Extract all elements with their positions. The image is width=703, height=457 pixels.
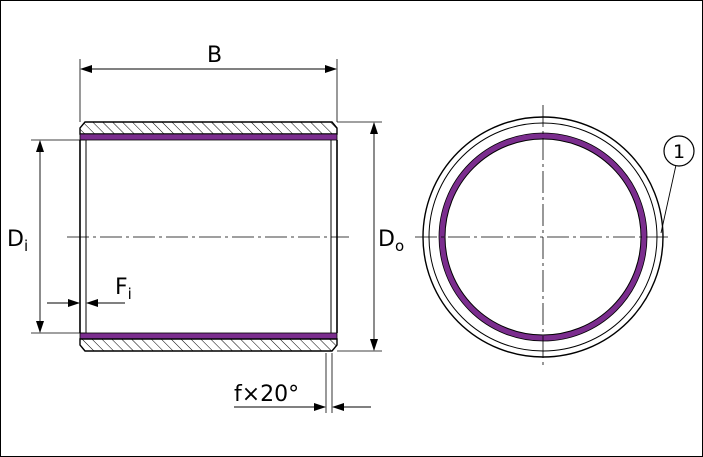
fi-label-main: F [115,275,128,300]
bottom-liner [79,332,338,340]
chamfer-label: f×20° [234,382,299,407]
do-label-sub: o [395,237,404,255]
top-wall-hatch [79,121,338,135]
callout-number: 1 [673,141,685,163]
b-label: B [207,43,222,68]
fi-label: Fi [115,275,132,303]
bottom-wall-hatch [79,338,338,352]
callout-circle [663,135,695,167]
do-label: Do [378,227,404,255]
callout-leader [660,164,677,234]
top-liner [79,133,338,141]
di-label-sub: i [24,237,28,255]
di-label-main: D [7,227,24,252]
do-label-main: D [378,227,395,252]
front-view: 1 [415,105,695,369]
side-view [31,59,382,413]
fi-label-sub: i [128,285,132,303]
di-label: Di [7,227,28,255]
